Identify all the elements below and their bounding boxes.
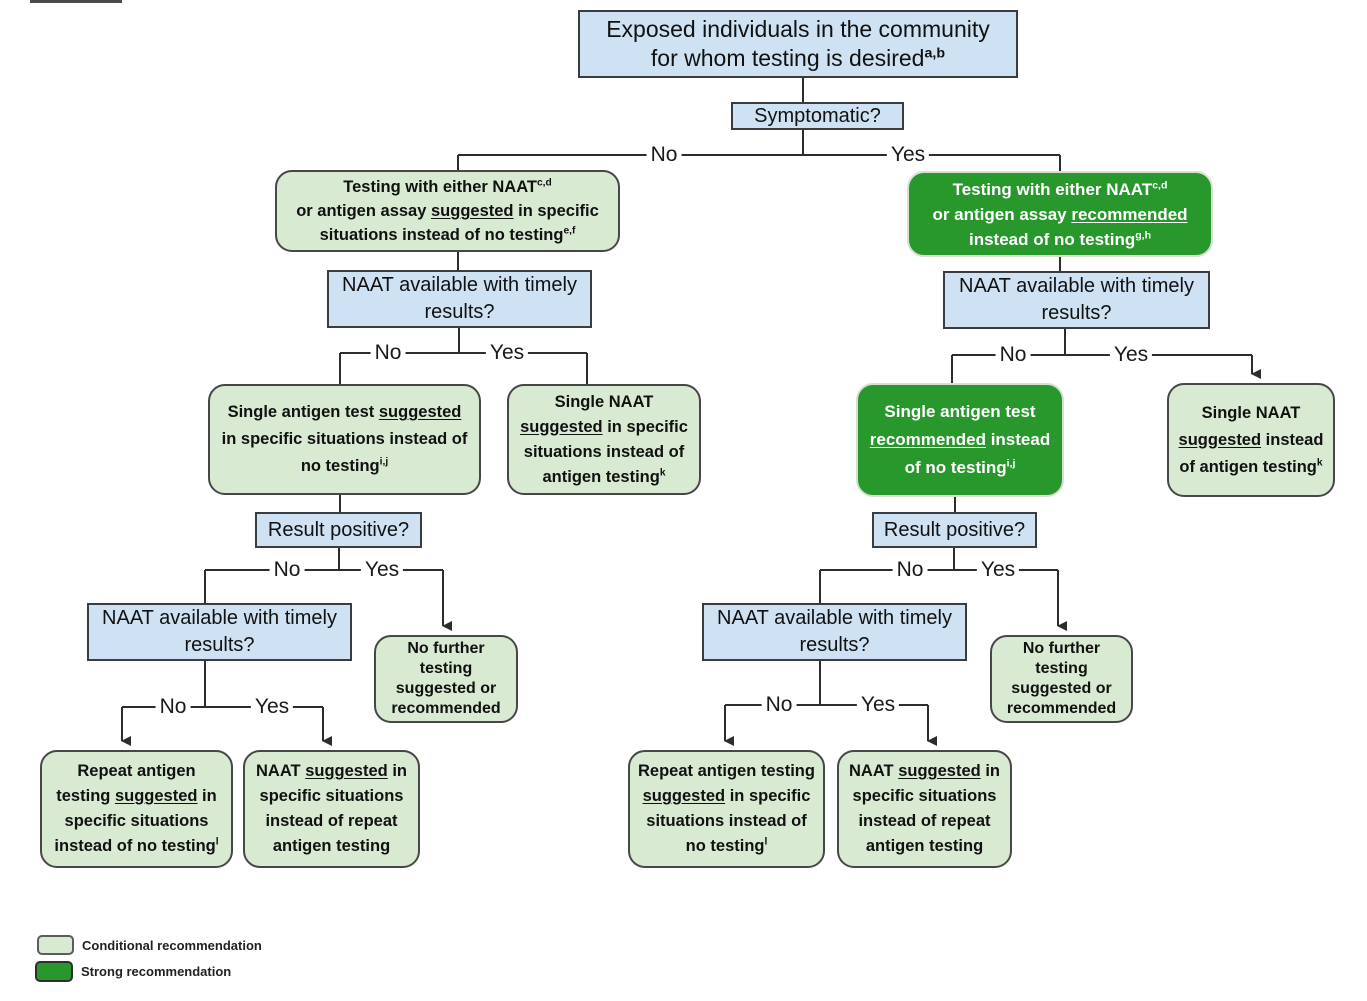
legend-label-conditional: Conditional recommendation <box>82 937 262 953</box>
branch-label-yes-naat2-left: Yes <box>250 695 294 719</box>
branch-label-no-result-right: No <box>892 558 928 582</box>
node-result-positive-left: Result positive? <box>255 512 422 548</box>
node-result-positive-right: Result positive? <box>872 512 1037 548</box>
legend-swatch-conditional <box>37 935 74 955</box>
legend-label-strong: Strong recommendation <box>81 964 232 979</box>
branch-label-no-naat2-right: No <box>761 693 797 717</box>
branch-label-no-naat2-left: No <box>155 695 191 719</box>
branch-label-no-result-left: No <box>269 558 305 582</box>
branch-label-yes-naat1-left: Yes <box>485 341 529 365</box>
node-symptomatic: Symptomatic? <box>731 102 904 130</box>
branch-label-yes-result-left: Yes <box>360 558 404 582</box>
branch-label-yes-naat2-right: Yes <box>856 693 900 717</box>
branch-label-yes-result-right: Yes <box>976 558 1020 582</box>
legend-item-strong: Strong recommendation <box>35 961 231 982</box>
legend-item-conditional: Conditional recommendation <box>37 935 262 955</box>
branch-label-no-naat1-right: No <box>995 343 1031 367</box>
screen-edge-artifact <box>30 0 122 3</box>
branch-label-yes-symptomatic: Yes <box>886 143 930 167</box>
branch-label-no-symptomatic: No <box>646 143 682 167</box>
branch-label-yes-naat1-right: Yes <box>1109 343 1153 367</box>
legend-swatch-strong <box>35 961 73 982</box>
branch-label-no-naat1-left: No <box>370 341 406 365</box>
